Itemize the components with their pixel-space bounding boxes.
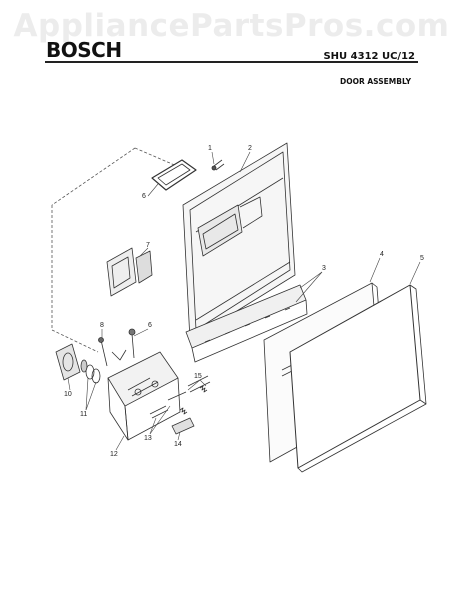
- model-number: SHU 4312 UC/12: [323, 51, 415, 62]
- small-latch: [171, 417, 195, 435]
- bottom-strip: [185, 284, 308, 363]
- callout-10: 10: [64, 391, 72, 398]
- callout-5: 5: [420, 255, 424, 262]
- inner-door-panel: [182, 142, 296, 341]
- leader-lines: [67, 151, 421, 451]
- callout-14: 14: [174, 441, 182, 448]
- rings-part-11: [80, 359, 101, 384]
- gasket-frame: [151, 159, 197, 191]
- callout-3: 3: [322, 265, 326, 272]
- section-title: DOOR ASSEMBLY: [340, 77, 411, 86]
- header-rule: [45, 61, 418, 63]
- callout-1: 1: [208, 145, 212, 152]
- watermark: AppliancePartsPros.com: [13, 8, 450, 44]
- callout-7: 7: [146, 242, 150, 249]
- callout-6-pin: 6: [148, 322, 152, 329]
- callout-2: 2: [248, 145, 252, 152]
- callout-12: 12: [110, 451, 118, 458]
- latch-cover: [106, 247, 153, 297]
- pins-part-8: [98, 328, 136, 367]
- callout-4: 4: [380, 251, 384, 258]
- callout-6-gasket: 6: [142, 193, 146, 200]
- callout-labels: 1 2 3 4 5 6 6 7 8 10 11 12 13 14 15: [64, 145, 424, 458]
- callout-8: 8: [100, 322, 104, 329]
- brand-logo: BOSCH: [46, 38, 122, 62]
- callout-13: 13: [144, 435, 152, 442]
- springs-part-13-15: [149, 375, 211, 419]
- control-housing: [107, 351, 181, 441]
- knob-bezel: [55, 343, 81, 381]
- front-door-panel: [289, 284, 427, 473]
- callout-11: 11: [80, 411, 87, 418]
- callout-15: 15: [194, 373, 202, 380]
- screw-part-1: [211, 159, 225, 171]
